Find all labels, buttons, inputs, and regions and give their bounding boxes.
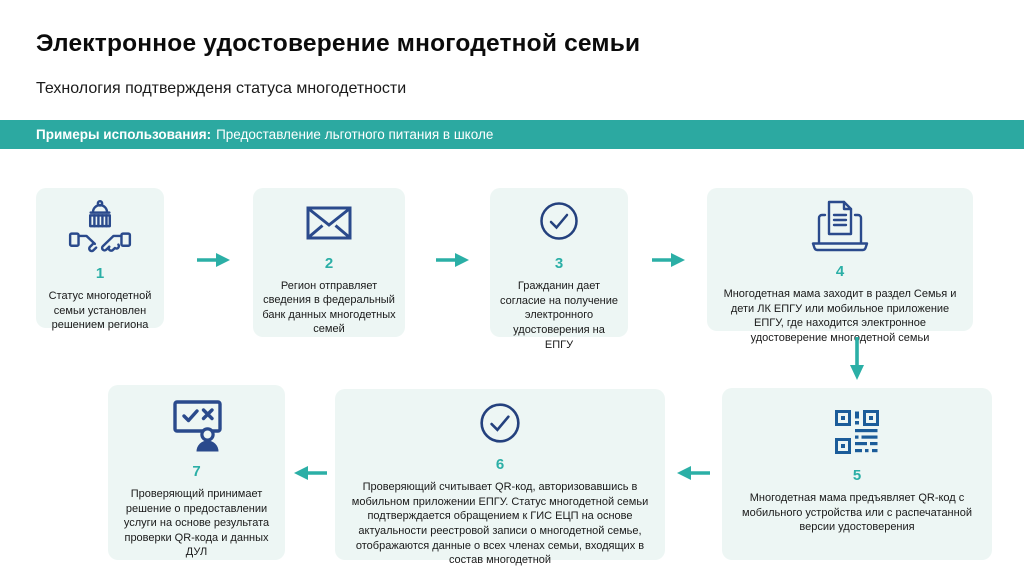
step-number: 7 <box>192 462 201 480</box>
flow-arrow-down-icon <box>849 337 865 381</box>
flow-arrow-right-icon <box>197 252 231 268</box>
government-handshake-icon <box>68 200 132 256</box>
step-number: 5 <box>852 467 862 484</box>
banner-text: Предоставление льготного питания в школе <box>216 127 494 142</box>
step-number: 4 <box>835 263 845 280</box>
step-card-6: 6 Проверяющий считывает QR-код, авторизо… <box>335 389 665 566</box>
banner-label: Примеры использования: <box>36 127 212 142</box>
step-number: 2 <box>324 254 334 272</box>
flow-arrow-left-icon <box>676 465 710 481</box>
flow-arrow-left-icon <box>293 465 327 481</box>
step-card-2: 2 Регион отправляет сведения в федеральн… <box>253 188 405 337</box>
step-text: Многодетная мама предъявляет QR-код с мо… <box>742 492 972 534</box>
monitor-check-cross-person-icon <box>167 397 227 454</box>
envelope-icon <box>306 200 352 246</box>
step-number: 6 <box>495 456 505 473</box>
step-number: 3 <box>554 255 564 272</box>
laptop-document-icon <box>809 200 871 254</box>
check-circle-icon <box>538 200 580 246</box>
step-text: Статус многодетной семьи установлен реше… <box>48 290 152 332</box>
step-card-1: 1 Статус многодетной семьи установлен ре… <box>36 188 164 331</box>
flow-arrow-right-icon <box>652 252 686 268</box>
step-card-7: 7 Проверяющий принимает решение о предос… <box>108 385 285 560</box>
step-text: Гражданин дает согласие на получение эле… <box>499 280 619 351</box>
qr-code-icon <box>834 400 880 458</box>
step-number: 1 <box>95 265 105 282</box>
step-text: Регион отправляет сведения в федеральный… <box>262 279 396 336</box>
step-text: Проверяющий считывает QR-код, авторизова… <box>351 481 649 567</box>
usage-examples-banner: Примеры использования: Предоставление ль… <box>0 120 1024 149</box>
step-text: Проверяющий принимает решение о предоста… <box>123 487 270 559</box>
step-card-4: 4 Многодетная мама заходит в раздел Семь… <box>707 188 973 344</box>
page-subtitle: Технология подтверждeня статуса многодет… <box>36 80 407 97</box>
flow-arrow-right-icon <box>436 252 470 268</box>
check-circle-icon <box>478 401 522 447</box>
step-card-3: 3 Гражданин дает согласие на получение э… <box>490 188 628 351</box>
step-text: Многодетная мама заходит в раздел Семья … <box>723 288 957 344</box>
page-title: Электронное удостоверение многодетной се… <box>36 30 641 57</box>
step-card-5: 5 Многодетная мама предъявляет QR-код с … <box>722 388 992 560</box>
